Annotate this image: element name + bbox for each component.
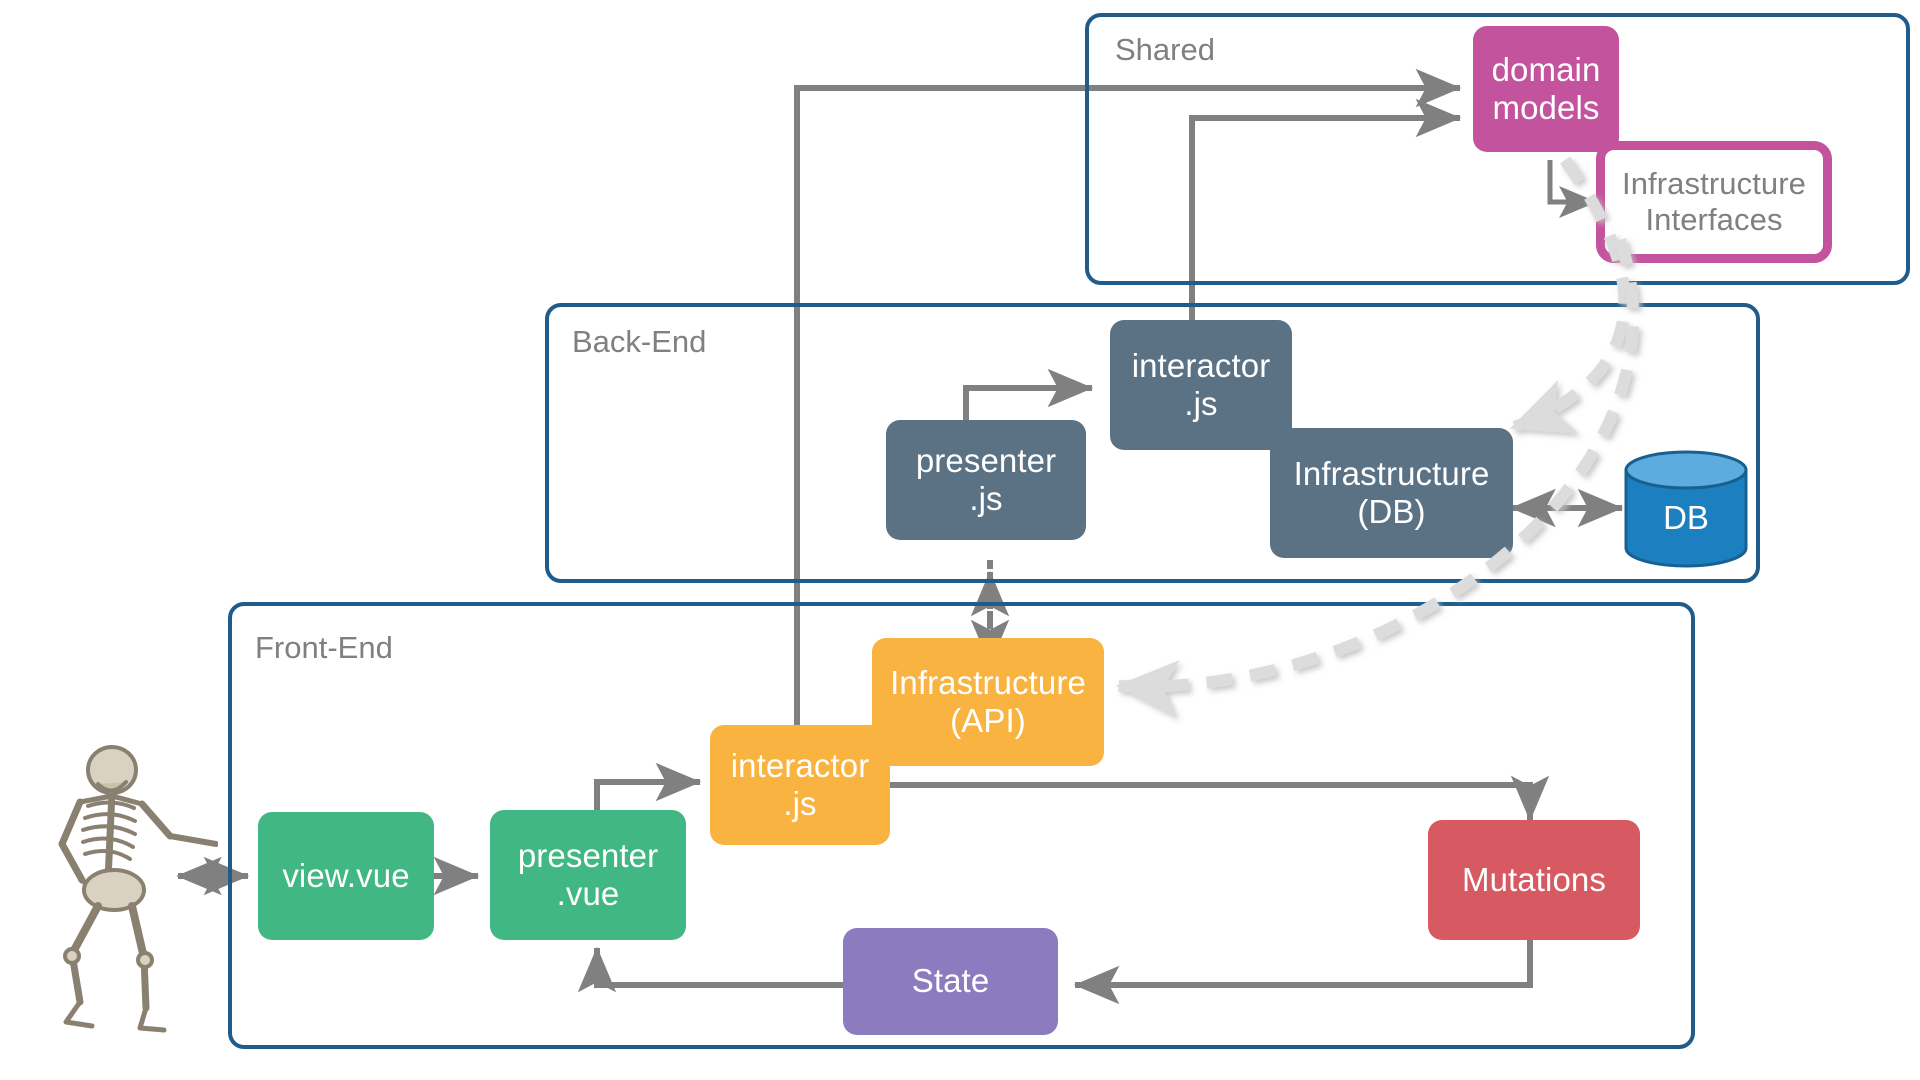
node-domain-models-line1: domain: [1491, 50, 1601, 88]
node-mutations-label: Mutations: [1462, 860, 1606, 898]
node-backend-infrastructure-db[interactable]: Infrastructure (DB): [1270, 428, 1513, 558]
region-backend-label: Back-End: [572, 324, 707, 359]
node-database-label: DB: [1663, 499, 1709, 536]
node-state-label: State: [911, 962, 990, 1000]
node-frontend-interactor-line2: .js: [783, 785, 817, 822]
node-infrastructure-interfaces[interactable]: Infrastructure Interfaces: [1596, 141, 1832, 263]
node-backend-presenter-line2: .js: [969, 480, 1003, 517]
edge-backend-presenter-to-backend-interactor: [963, 368, 1094, 420]
edge-frontend-interactor-to-mutations: [888, 775, 1550, 822]
region-shared: [1085, 13, 1910, 285]
edge-backend-interactor-to-domain-models: [1189, 98, 1462, 330]
node-database[interactable]: DB: [1622, 450, 1750, 568]
node-state[interactable]: State: [843, 928, 1058, 1035]
edge-infrastructure-db-implements-interfaces: [1509, 156, 1631, 434]
node-mutations[interactable]: Mutations: [1428, 820, 1640, 940]
node-frontend-infrastructure-api-line1: Infrastructure: [890, 663, 1086, 701]
node-frontend-view[interactable]: view.vue: [258, 812, 434, 940]
region-frontend-label: Front-End: [255, 630, 393, 665]
region-frontend: [228, 602, 1695, 1049]
node-frontend-view-label: view.vue: [282, 856, 410, 894]
node-backend-infrastructure-db-line1: Infrastructure: [1293, 454, 1490, 492]
node-backend-interactor[interactable]: interactor .js: [1110, 320, 1292, 450]
skeleton-figure-icon: [58, 745, 226, 1033]
database-cylinder-icon: [1624, 450, 1748, 568]
region-backend: [545, 303, 1760, 583]
node-frontend-interactor[interactable]: interactor .js: [710, 725, 890, 845]
edge-frontend-presenter-to-frontend-interactor: [594, 762, 702, 810]
user-actor: [28, 740, 226, 1040]
edge-state-to-presenter: [577, 946, 843, 993]
node-frontend-presenter-line1: presenter: [517, 836, 659, 874]
node-frontend-infrastructure-api[interactable]: Infrastructure (API): [872, 638, 1104, 766]
edge-domain-models-to-infrastructure-interfaces: [1547, 160, 1597, 218]
node-frontend-infrastructure-api-line2: (API): [950, 702, 1026, 739]
node-backend-interactor-line1: interactor: [1131, 346, 1271, 384]
node-frontend-presenter-line2: .vue: [556, 875, 620, 912]
node-domain-models-line2: models: [1492, 89, 1600, 126]
edge-infrastructure-api-implements-interfaces: [1115, 238, 1639, 718]
node-backend-infrastructure-db-line2: (DB): [1357, 493, 1426, 530]
region-shared-label: Shared: [1115, 32, 1215, 67]
node-backend-interactor-line2: .js: [1184, 385, 1218, 422]
node-backend-presenter[interactable]: presenter .js: [886, 420, 1086, 540]
node-infrastructure-interfaces-line1: Infrastructure: [1621, 166, 1807, 202]
node-backend-presenter-line1: presenter: [915, 441, 1057, 479]
edge-mutations-to-state: [1073, 940, 1533, 1005]
node-infrastructure-interfaces-line2: Interfaces: [1645, 202, 1783, 237]
node-frontend-presenter[interactable]: presenter .vue: [490, 810, 686, 940]
node-frontend-interactor-line1: interactor: [730, 746, 870, 784]
node-domain-models[interactable]: domain models: [1473, 26, 1619, 152]
edge-frontend-interactor-to-domain-models: [794, 68, 1462, 790]
